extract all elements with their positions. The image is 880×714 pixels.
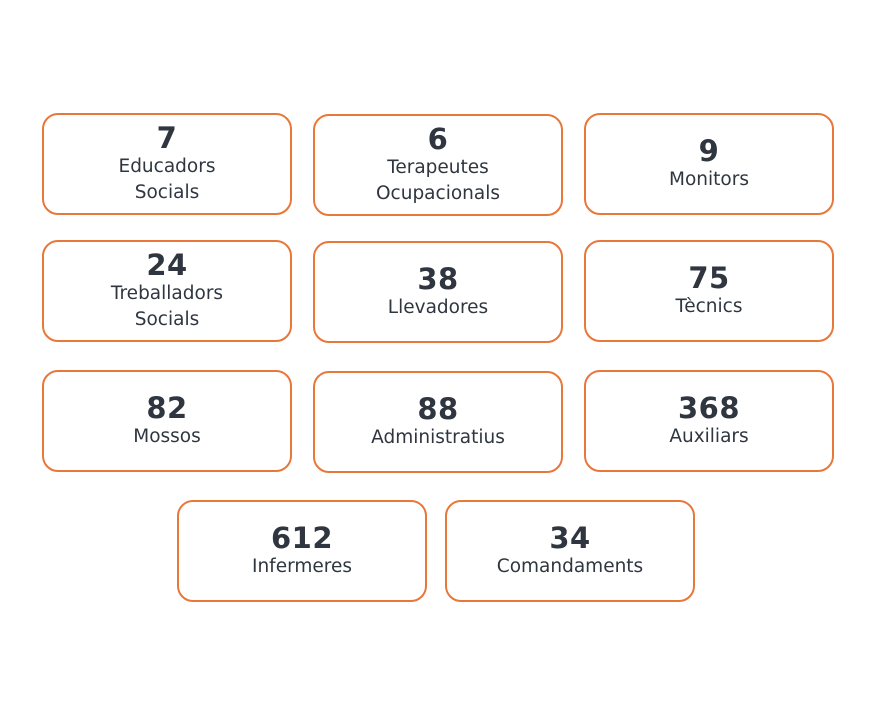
stat-label: Administratius (371, 427, 505, 448)
stat-count: 9 (698, 134, 720, 168)
stat-count: 75 (688, 261, 730, 295)
stat-count: 24 (146, 248, 188, 282)
stat-card-llevadores: 38 Llevadores (313, 241, 563, 343)
stat-count: 612 (270, 521, 334, 555)
stat-label: Llevadores (387, 297, 489, 318)
stat-card-treballadors-socials: 24 Treballadors Socials (42, 240, 292, 342)
stat-count: 368 (677, 391, 741, 425)
stat-card-educadors-socials: 7 Educadors Socials (42, 113, 292, 215)
stat-label: Terapeutes Ocupacionals (375, 157, 500, 204)
stat-card-monitors: 9 Monitors (584, 113, 834, 215)
stat-count: 6 (427, 122, 449, 156)
stat-count: 38 (417, 262, 459, 296)
stat-label: Mossos (133, 426, 201, 447)
stat-card-mossos: 82 Mossos (42, 370, 292, 472)
stat-count: 88 (417, 392, 459, 426)
stat-label: Tècnics (675, 296, 743, 317)
stat-card-auxiliars: 368 Auxiliars (584, 370, 834, 472)
stat-card-comandaments: 34 Comandaments (445, 500, 695, 602)
stat-count: 82 (146, 391, 188, 425)
stat-label: Treballadors Socials (110, 283, 224, 330)
stat-label: Infermeres (252, 556, 352, 577)
stat-label: Comandaments (496, 556, 644, 577)
stat-count: 34 (549, 521, 591, 555)
stat-card-administratius: 88 Administratius (313, 371, 563, 473)
stat-count: 7 (156, 121, 178, 155)
stat-card-tecnics: 75 Tècnics (584, 240, 834, 342)
stat-card-infermeres: 612 Infermeres (177, 500, 427, 602)
stat-label: Educadors Socials (118, 156, 216, 203)
stat-label: Auxiliars (669, 426, 749, 447)
stat-card-terapeutes-ocupacionals: 6 Terapeutes Ocupacionals (313, 114, 563, 216)
stat-label: Monitors (669, 169, 749, 190)
